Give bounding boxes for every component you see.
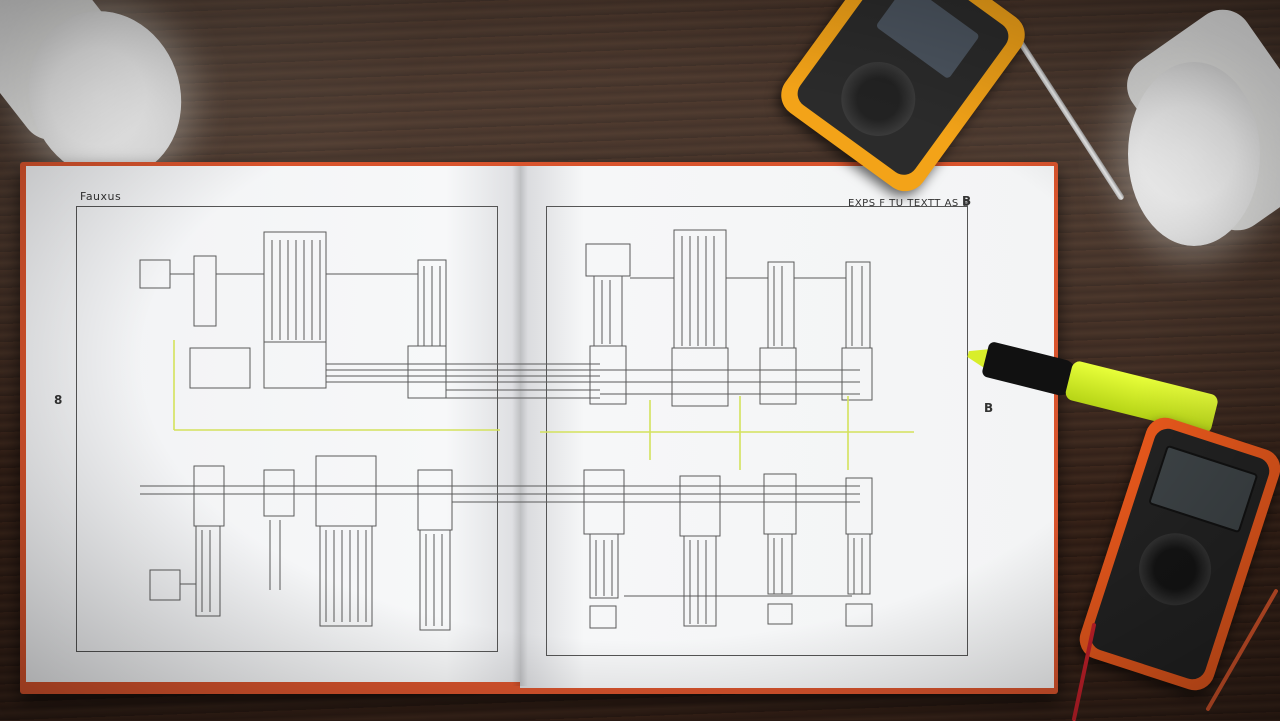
left-page-side-mark: 8 bbox=[54, 393, 63, 407]
highlighted-wires bbox=[173, 340, 914, 470]
multimeter-right-dial bbox=[1129, 523, 1221, 615]
schematic-component bbox=[263, 341, 327, 389]
book-right-page bbox=[520, 166, 1054, 688]
desk-lamp-right-icon bbox=[1128, 62, 1260, 246]
left-schematic-frame bbox=[76, 206, 498, 652]
left-page-header: Fauxus bbox=[80, 190, 122, 203]
right-schematic-frame bbox=[546, 206, 968, 656]
book-left-page bbox=[26, 166, 520, 682]
schematic-bus-wires bbox=[271, 240, 441, 346]
schematic-component bbox=[407, 345, 447, 399]
schematic-component bbox=[193, 255, 217, 327]
right-page-header: EXPS F TU TEXTT AS B bbox=[848, 198, 970, 209]
multimeter-right-display bbox=[1147, 444, 1259, 534]
schematic-component bbox=[263, 231, 327, 343]
book-gutter bbox=[512, 166, 528, 686]
right-page-side-mark: B bbox=[984, 401, 994, 415]
multimeter-top-dial bbox=[826, 47, 930, 151]
schematic-component bbox=[139, 259, 171, 289]
right-page-corner-mark: B bbox=[962, 194, 972, 208]
